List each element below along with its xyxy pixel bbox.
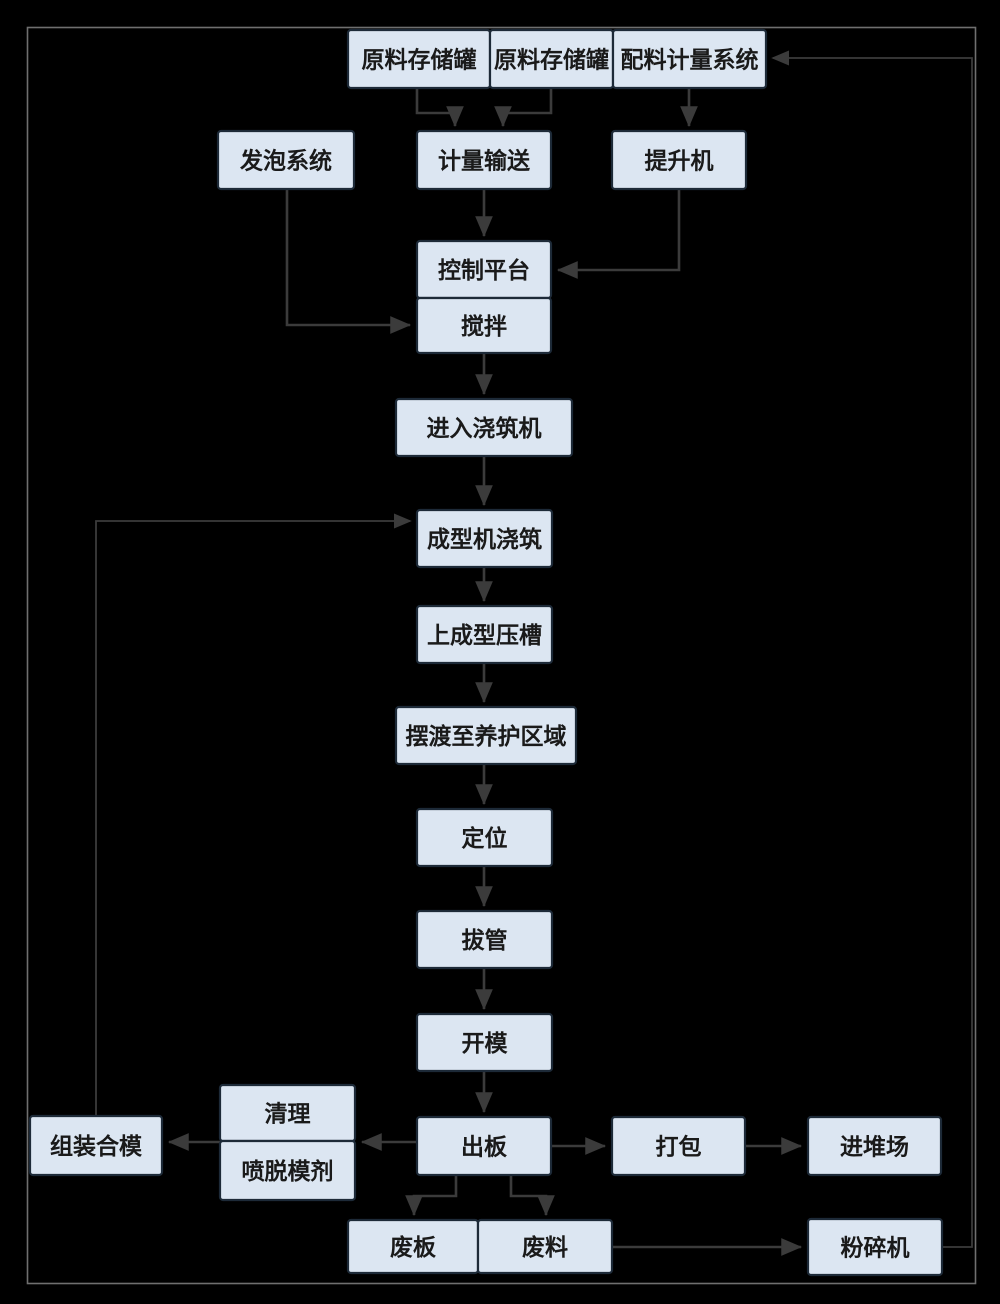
node-box-assembly[interactable] [28, 1114, 164, 1177]
diagram-frame [26, 26, 977, 1285]
node-box-foaming[interactable] [216, 129, 356, 191]
node-label-outpanel: 出板 [461, 1135, 508, 1160]
node-box-crusher[interactable] [806, 1217, 944, 1277]
node-label-forming: 成型机浇筑 [427, 526, 542, 552]
node-spray[interactable]: 喷脱模剂 [218, 1139, 357, 1202]
edge-outpanel-to-wastepanel [405, 1175, 458, 1217]
edge-tank2-to-conveying [494, 88, 553, 128]
node-box-batching[interactable] [611, 28, 768, 90]
node-box-pullpipe[interactable] [415, 909, 554, 970]
node-box-pressing[interactable] [415, 604, 554, 665]
node-mixing[interactable]: 搅拌 [415, 296, 553, 355]
node-forming[interactable]: 成型机浇筑 [415, 508, 554, 569]
node-label-packing: 打包 [656, 1134, 702, 1160]
node-wastepanel[interactable]: 废板 [346, 1218, 480, 1275]
node-pourmach[interactable]: 进入浇筑机 [394, 397, 574, 458]
node-label-pourmach: 进入浇筑机 [427, 415, 542, 441]
node-pressing[interactable]: 上成型压槽 [415, 604, 554, 665]
node-box-stockyard[interactable] [806, 1115, 943, 1177]
edge-layer [95, 50, 973, 1256]
node-box-outpanel[interactable] [415, 1115, 553, 1177]
node-tank2[interactable]: 原料存储罐 [488, 28, 615, 90]
node-assembly[interactable]: 组装合模 [28, 1114, 164, 1177]
node-label-cleaning: 清理 [265, 1102, 311, 1127]
node-ferry[interactable]: 摆渡至养护区域 [394, 705, 578, 766]
node-elevator[interactable]: 提升机 [610, 129, 748, 191]
node-stockyard[interactable]: 进堆场 [806, 1115, 943, 1177]
node-label-assembly: 组装合模 [50, 1133, 143, 1159]
node-box-wastemat[interactable] [476, 1218, 614, 1275]
node-box-conveying[interactable] [415, 129, 553, 191]
edge-outpanel-to-wastemat [509, 1175, 555, 1217]
node-box-packing[interactable] [610, 1115, 747, 1177]
node-label-batching: 配料计量系统 [621, 47, 759, 73]
node-layer: 原料存储罐原料存储罐配料计量系统发泡系统计量输送提升机控制平台搅拌进入浇筑机成型… [28, 28, 944, 1277]
node-label-tank1: 原料存储罐 [362, 47, 477, 73]
node-label-tank2: 原料存储罐 [494, 47, 609, 73]
edge-crusher-to-batching [771, 50, 973, 1248]
node-label-pullpipe: 拔管 [462, 927, 508, 953]
node-wastemat[interactable]: 废料 [476, 1218, 614, 1275]
node-label-foaming: 发泡系统 [239, 148, 332, 174]
node-packing[interactable]: 打包 [610, 1115, 747, 1177]
node-box-demold[interactable] [415, 1012, 554, 1073]
node-label-mixing: 搅拌 [461, 313, 507, 339]
node-box-forming[interactable] [415, 508, 554, 569]
node-box-mixing[interactable] [415, 296, 553, 355]
node-crusher[interactable]: 粉碎机 [806, 1217, 944, 1277]
node-label-conveying: 计量输送 [438, 148, 530, 174]
node-label-stockyard: 进堆场 [840, 1135, 909, 1160]
node-label-elevator: 提升机 [645, 148, 714, 174]
node-demold[interactable]: 开模 [415, 1012, 554, 1073]
node-label-pressing: 上成型压槽 [427, 623, 542, 648]
node-box-ferry[interactable] [394, 705, 578, 766]
node-label-wastemat: 废料 [522, 1234, 568, 1260]
node-platform[interactable]: 控制平台 [415, 239, 553, 300]
node-label-crusher: 粉碎机 [841, 1235, 910, 1261]
node-conveying[interactable]: 计量输送 [415, 129, 553, 191]
node-label-demold: 开模 [462, 1031, 509, 1056]
node-label-spray: 喷脱模剂 [242, 1158, 334, 1184]
node-position[interactable]: 定位 [415, 807, 554, 868]
node-box-elevator[interactable] [610, 129, 748, 191]
node-label-wastepanel: 废板 [390, 1234, 437, 1260]
node-tank1[interactable]: 原料存储罐 [346, 28, 492, 90]
edge-tank1-to-conveying [415, 88, 464, 128]
node-box-position[interactable] [415, 807, 554, 868]
node-label-platform: 控制平台 [438, 257, 530, 283]
node-batching[interactable]: 配料计量系统 [611, 28, 768, 90]
node-box-pourmach[interactable] [394, 397, 574, 458]
node-label-position: 定位 [462, 825, 508, 851]
node-outpanel[interactable]: 出板 [415, 1115, 553, 1177]
node-pullpipe[interactable]: 拔管 [415, 909, 554, 970]
edge-assembly-to-forming [95, 513, 412, 1116]
edge-elevator-to-platform [556, 189, 681, 279]
node-box-spray[interactable] [218, 1139, 357, 1202]
node-foaming[interactable]: 发泡系统 [216, 129, 356, 191]
edge-foaming-to-mixing [285, 189, 412, 334]
node-cleaning[interactable]: 清理 [218, 1083, 357, 1143]
node-label-ferry: 摆渡至养护区域 [406, 723, 567, 749]
